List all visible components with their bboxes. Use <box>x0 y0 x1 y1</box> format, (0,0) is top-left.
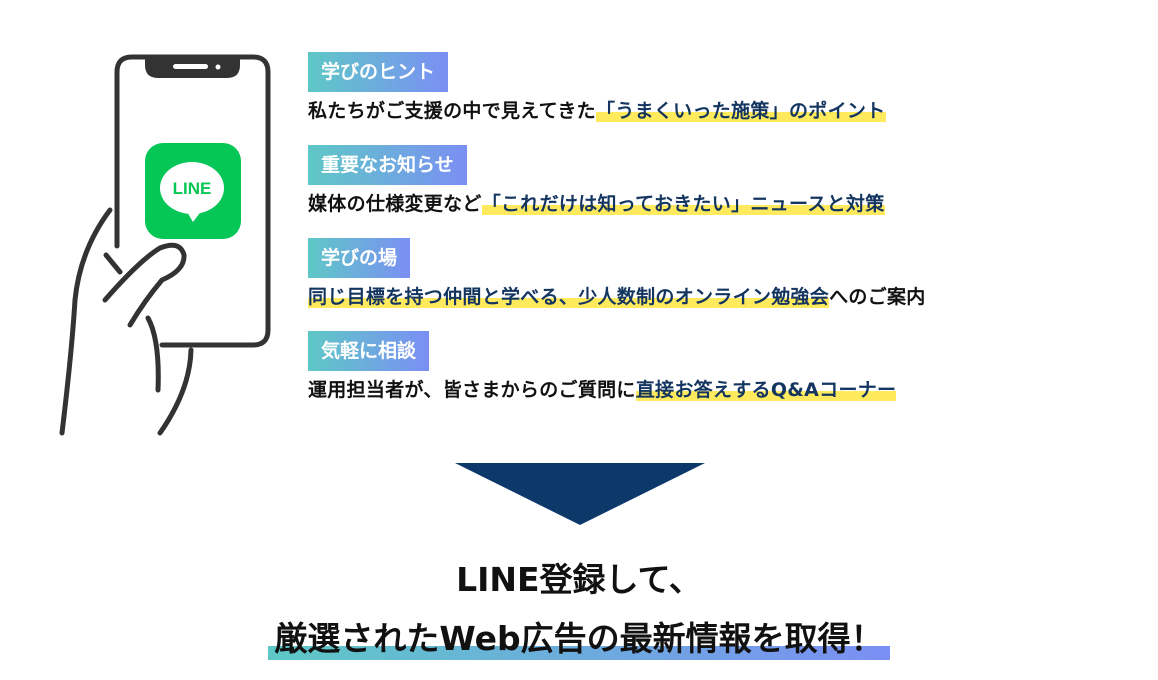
cta-heading-line2: 厳選されたWeb広告の最新情報を取得！ <box>0 612 1158 660</box>
item-tag: 学びのヒント <box>308 52 449 92</box>
item-text: へのご案内 <box>829 286 926 308</box>
item-highlight: 同じ目標を持つ仲間と学べる、少人数制のオンライン勉強会 <box>308 286 830 308</box>
item-highlight: 「これだけは知っておきたい」ニュースと対策 <box>481 193 885 215</box>
item-description: 私たちがご支援の中で見えてきた「うまくいった施策」のポイント <box>308 96 886 123</box>
info-item-study: 学びの場 同じ目標を持つ仲間と学べる、少人数制のオンライン勉強会へのご案内 <box>308 238 926 309</box>
item-tag: 気軽に相談 <box>308 331 430 371</box>
item-description: 媒体の仕様変更など「これだけは知っておきたい」ニュースと対策 <box>308 189 885 216</box>
item-tag: 重要なお知らせ <box>308 145 467 185</box>
item-text: 媒体の仕様変更など <box>308 193 482 215</box>
info-item-news: 重要なお知らせ 媒体の仕様変更など「これだけは知っておきたい」ニュースと対策 <box>308 145 885 216</box>
item-highlight: 「うまくいった施策」のポイント <box>595 100 886 122</box>
info-item-consult: 気軽に相談 運用担当者が、皆さまからのご質問に直接お答えするQ&Aコーナー <box>308 331 897 402</box>
down-arrow-icon <box>455 463 705 525</box>
item-text: 運用担当者が、皆さまからのご質問に <box>308 379 636 401</box>
item-highlight: 直接お答えするQ&Aコーナー <box>635 379 897 401</box>
item-description: 運用担当者が、皆さまからのご質問に直接お答えするQ&Aコーナー <box>308 375 897 402</box>
cta-heading-line1: LINE登録して、 <box>456 560 702 599</box>
item-text: 私たちがご支援の中で見えてきた <box>308 100 596 122</box>
svg-text:LINE: LINE <box>173 179 212 198</box>
item-tag: 学びの場 <box>308 238 411 278</box>
info-item-hint: 学びのヒント 私たちがご支援の中で見えてきた「うまくいった施策」のポイント <box>308 52 886 123</box>
phone-in-hand-illustration: LINE <box>59 54 271 436</box>
item-description: 同じ目標を持つ仲間と学べる、少人数制のオンライン勉強会へのご案内 <box>308 282 926 309</box>
cta-heading-underlined: 厳選されたWeb広告の最新情報を取得！ <box>268 612 889 660</box>
